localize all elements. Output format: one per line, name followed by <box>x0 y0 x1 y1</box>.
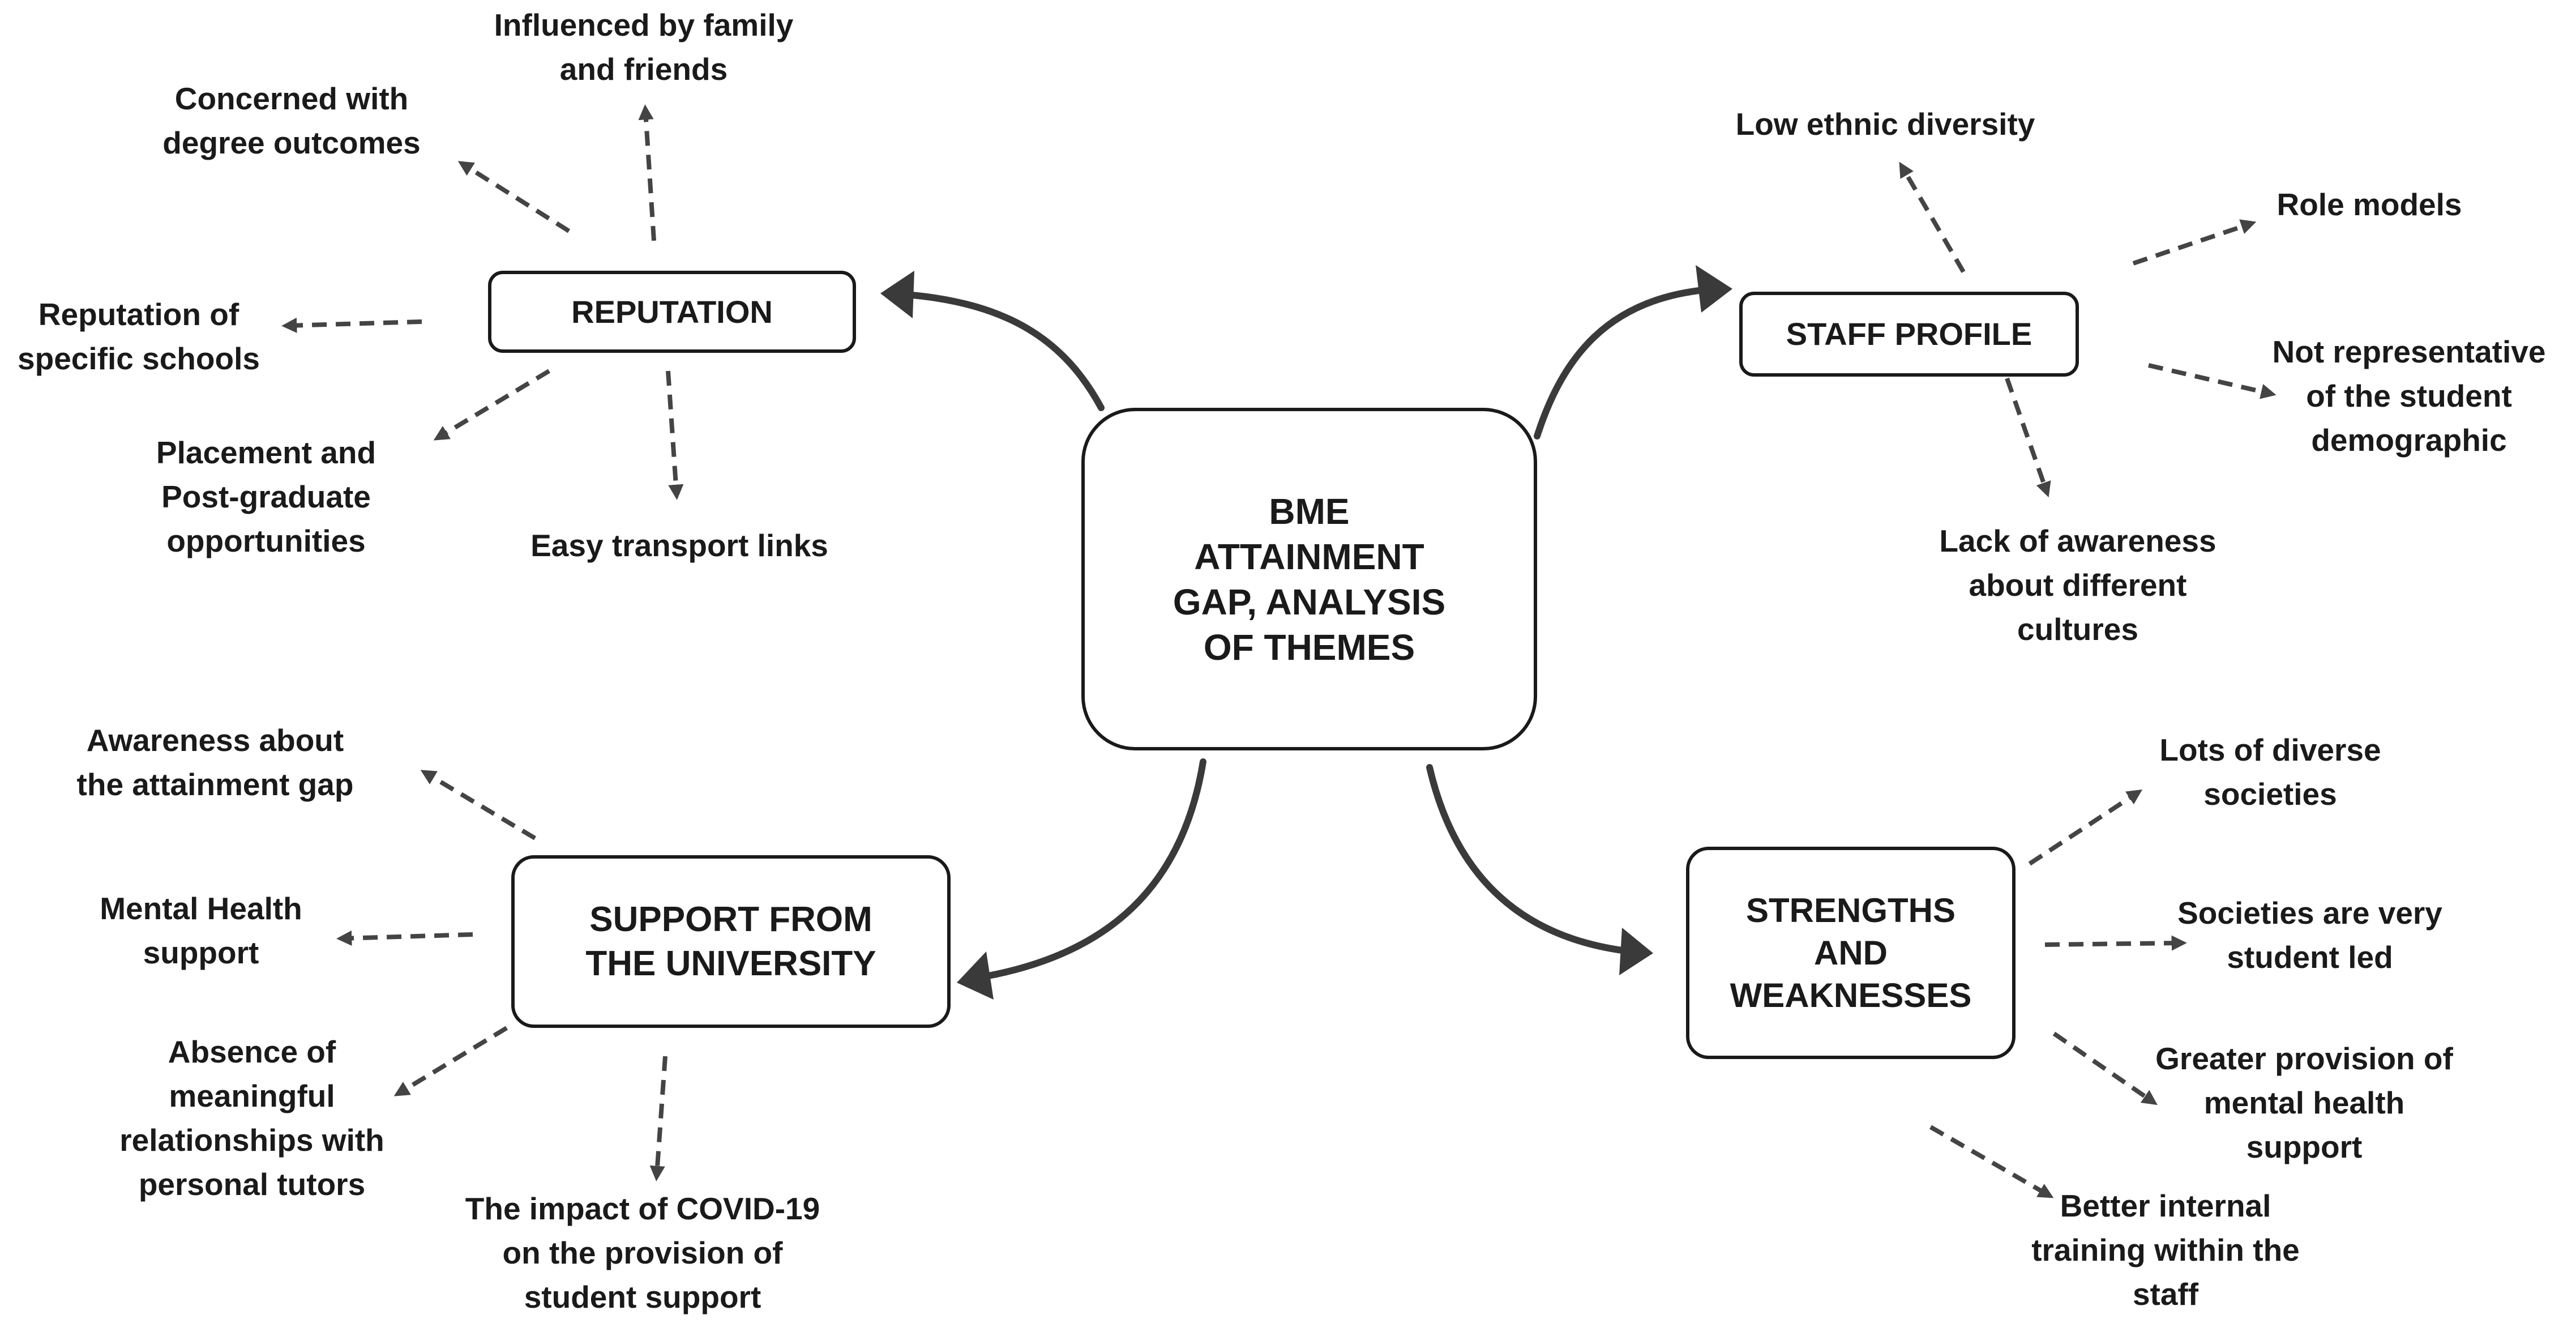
leaf-influenced-by-family: Influenced by family and friends <box>494 7 794 87</box>
dashed-arrow-placement <box>433 369 551 441</box>
central-topic-box: BME ATTAINMENT GAP, ANALYSIS OF THEMES <box>1081 408 1537 750</box>
dashed-arrow-role-models <box>2132 219 2257 266</box>
arrowhead-staff-profile <box>1696 265 1732 313</box>
arrowhead-reputation <box>880 271 914 318</box>
leaf-not-representative: Not representative of the student demogr… <box>2272 334 2546 458</box>
link-center-to-staff-profile <box>1534 287 1708 439</box>
dashed-arrow-lack-awareness <box>2005 377 2051 498</box>
arrowhead-support <box>957 951 994 1000</box>
leaf-low-ethnic-diversity: Low ethnic diversity <box>1735 106 2035 142</box>
leaf-role-models: Role models <box>2277 187 2462 222</box>
dashed-arrow-influenced <box>638 104 656 241</box>
dashed-arrow-covid <box>649 1056 667 1181</box>
link-center-to-reputation <box>902 291 1105 411</box>
dashed-arrow-transport <box>666 370 684 500</box>
dashed-arrow-greater-provision <box>2052 1031 2158 1106</box>
dashed-arrow-reputation-schools <box>281 317 422 334</box>
dashed-arrow-awareness-gap <box>420 770 537 840</box>
link-center-to-support <box>979 758 1206 980</box>
leaf-student-led: Societies are very student led <box>2177 895 2442 975</box>
arrowhead-strengths <box>1619 928 1653 975</box>
leaf-diverse-societies: Lots of diverse societies <box>2159 732 2381 812</box>
theme-box-support: SUPPORT FROM THE UNIVERSITY <box>511 855 951 1028</box>
dashed-arrow-low-diversity <box>1899 161 1966 274</box>
theme-box-staff-profile: STAFF PROFILE <box>1739 292 2079 377</box>
central-topic-title: BME ATTAINMENT GAP, ANALYSIS OF THEMES <box>1173 490 1446 668</box>
theme-title-staff-profile: STAFF PROFILE <box>1786 316 2032 352</box>
leaf-degree-outcomes: Concerned with degree outcomes <box>162 81 421 160</box>
leaf-mental-health-support: Mental Health support <box>100 891 302 970</box>
theme-box-reputation: REPUTATION <box>488 271 856 353</box>
leaf-placement-opportunities: Placement and Post-graduate opportunitie… <box>156 435 376 558</box>
theme-box-strengths: STRENGTHS AND WEAKNESSES <box>1686 847 2016 1059</box>
dashed-arrow-absence <box>393 1026 508 1096</box>
leaf-awareness-attainment-gap: Awareness about the attainment gap <box>76 723 354 802</box>
link-center-to-strengths <box>1426 764 1634 955</box>
dashed-arrow-not-representative <box>2148 363 2277 399</box>
leaf-greater-provision: Greater provision of mental health suppo… <box>2155 1041 2453 1164</box>
leaf-covid-impact: The impact of COVID-19 on the provision … <box>465 1191 820 1315</box>
leaf-lack-of-awareness: Lack of awareness about different cultur… <box>1939 523 2216 647</box>
leaf-easy-transport: Easy transport links <box>530 528 828 563</box>
dashed-arrow-degree-outcomes <box>457 161 571 233</box>
leaf-internal-training: Better internal training within the staf… <box>2031 1188 2300 1312</box>
dashed-arrow-mental-health <box>336 930 473 946</box>
theme-title-strengths: STRENGTHS AND WEAKNESSES <box>1730 891 1972 1014</box>
leaf-absence-relationships: Absence of meaningful relationships with… <box>119 1034 384 1202</box>
theme-title-support: SUPPORT FROM THE UNIVERSITY <box>585 900 876 983</box>
leaf-reputation-specific-schools: Reputation of specific schools <box>18 297 260 376</box>
theme-title-reputation: REPUTATION <box>571 293 773 330</box>
dashed-arrow-diverse-societies <box>2028 789 2143 866</box>
